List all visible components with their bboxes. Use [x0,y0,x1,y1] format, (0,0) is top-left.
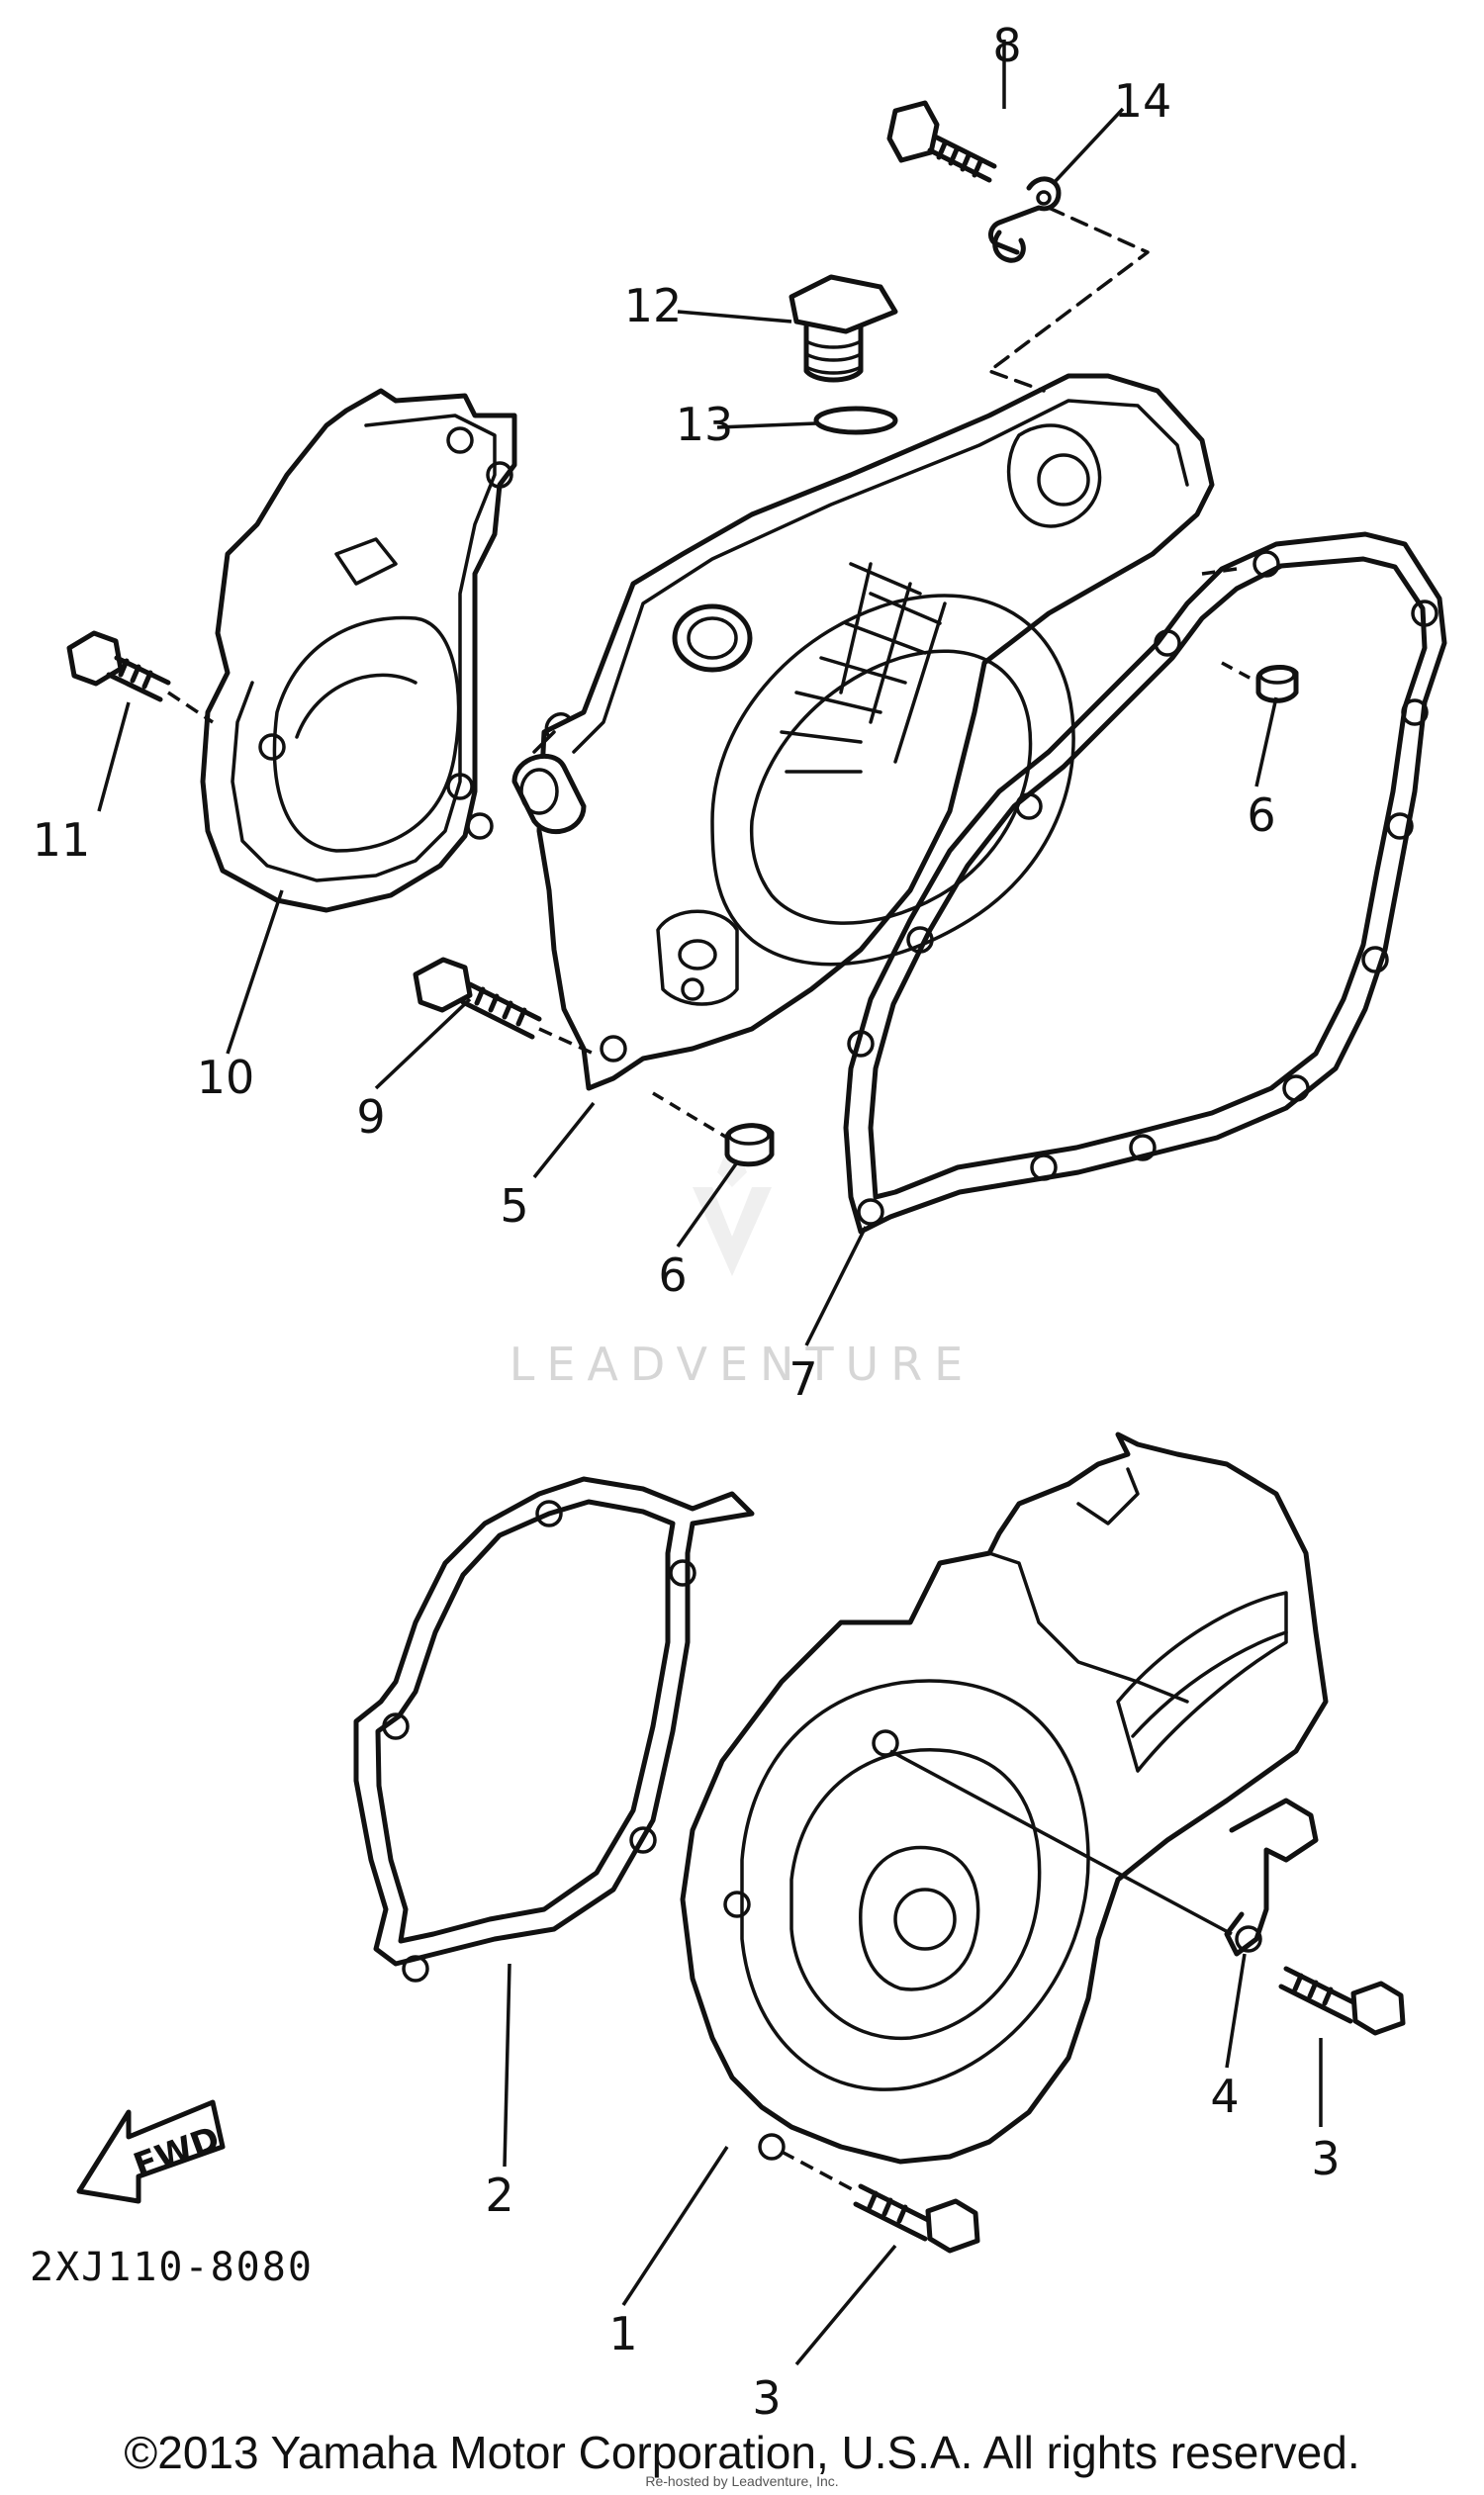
part-13-o-ring[interactable] [813,406,898,435]
callout-7: 7 [788,1352,817,1406]
fwd-arrow-icon: FWD [76,2099,226,2204]
part-6-dowel-right[interactable] [1255,665,1299,703]
part-2-gasket[interactable] [353,1476,755,1983]
callout-10: 10 [197,1051,255,1104]
part-8-bolt[interactable] [886,100,997,183]
rehosted-credit: Re-hosted by Leadventure, Inc. [645,2473,839,2489]
leader-lines [97,40,1323,2366]
part-11-route-line [167,691,214,724]
watermark-text: LEADVENTURE [510,1338,975,1391]
callout-6-left: 6 [658,1248,687,1302]
part-7-gasket[interactable] [843,531,1447,1235]
part-4-route-line [889,1749,1233,1936]
diagram-part-number: 2XJ110-8080 [30,2245,314,2290]
part-12-filler-cap[interactable] [788,274,898,383]
copyright-text: ©2013 Yamaha Motor Corporation, U.S.A. A… [124,2427,1360,2478]
part-3-bolt-lower[interactable] [853,2183,980,2254]
part-14-route-line [987,206,1150,393]
callout-3-right: 3 [1311,2132,1340,2185]
callout-13: 13 [676,398,734,451]
part-1-magneto-cover[interactable] [680,1432,1329,2165]
part-11-bolt[interactable] [66,630,171,702]
callout-4: 4 [1210,2070,1239,2123]
part-6-dowel-left[interactable] [724,1123,775,1167]
callout-12: 12 [624,279,683,332]
callout-1: 1 [608,2307,637,2360]
callout-11: 11 [33,813,91,867]
part-6-left-route-line [652,1091,728,1140]
part-6-right-route-line [1221,661,1259,685]
callout-9: 9 [356,1090,385,1144]
callout-3-lower: 3 [752,2371,781,2425]
part-3-route-line [781,2150,857,2193]
part-7-route-line [1201,567,1238,576]
callout-5: 5 [500,1179,528,1233]
part-3-bolt-right[interactable] [1278,1966,1406,2036]
part-10-cover[interactable] [200,388,517,913]
part-9-route-line [538,1027,595,1056]
part-4-clamp[interactable] [1224,1798,1319,1957]
callout-8: 8 [992,19,1021,72]
part-9-bolt[interactable] [413,957,542,1040]
part-5-crankcase-cover[interactable] [511,373,1215,1091]
callout-14: 14 [1114,74,1172,128]
part-14-clamp[interactable] [988,176,1062,263]
callout-6-right: 6 [1247,788,1275,842]
callout-2: 2 [485,2169,513,2222]
